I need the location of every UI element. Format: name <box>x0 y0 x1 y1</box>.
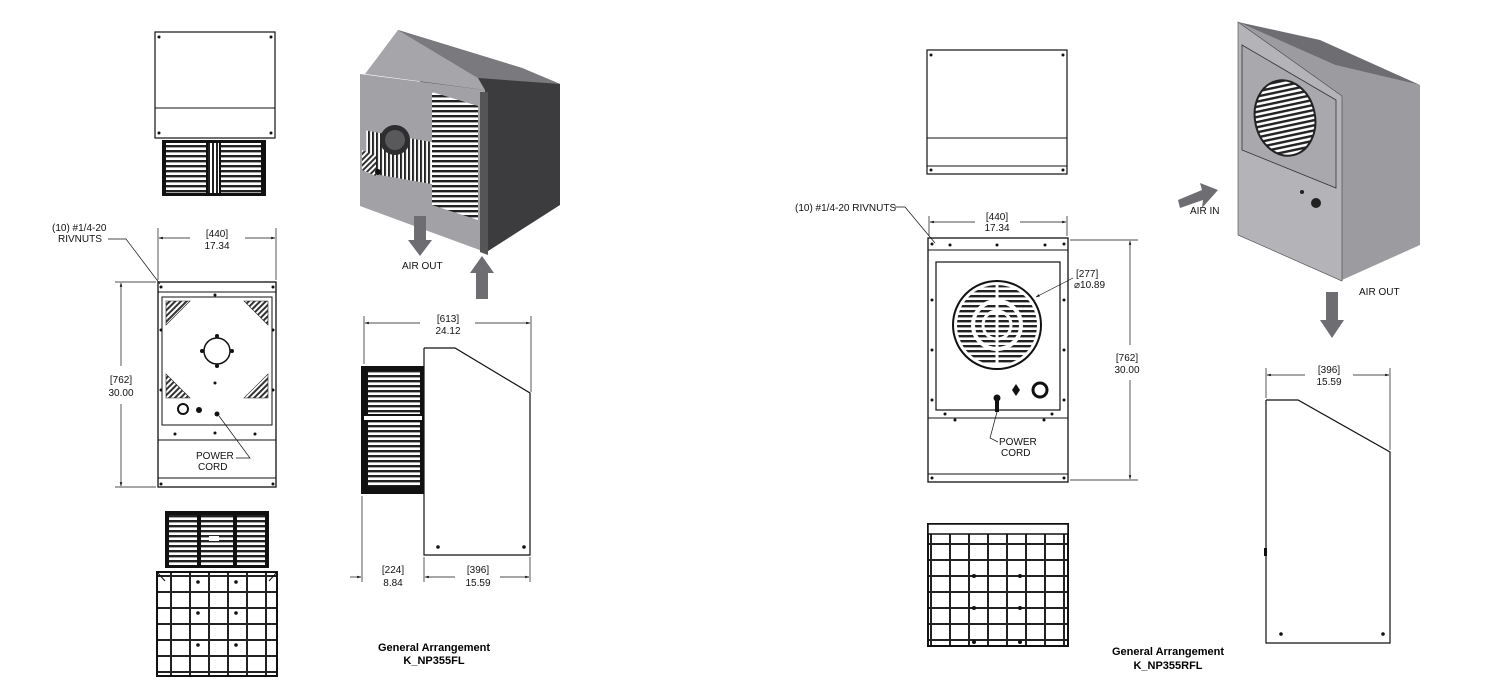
left-height-dimension: [762] 30.00 <box>108 281 156 488</box>
right-power-cord-callout: POWER CORD <box>989 411 1037 459</box>
left-width-dimension: [440] 17.34 <box>157 228 277 280</box>
left-depth-in-in: 15.59 <box>465 578 490 589</box>
left-front-view <box>157 281 277 488</box>
left-depth-out-mm: [224] <box>382 565 404 576</box>
right-depth-in: 15.59 <box>1316 377 1341 388</box>
right-bottom-view <box>927 523 1069 647</box>
left-air-in-arrow <box>470 256 494 299</box>
left-depth-out-in: 8.84 <box>383 578 403 589</box>
left-bottom-view <box>156 511 278 677</box>
left-depth-total-dimension: [613] 24.12 <box>363 314 532 392</box>
right-caption-line1: General Arrangement <box>1112 646 1224 658</box>
right-side-view <box>1264 399 1391 644</box>
left-width-in: 17.34 <box>204 241 229 252</box>
right-air-out-label: AIR OUT <box>1359 287 1400 298</box>
right-air-out-arrow <box>1320 292 1344 338</box>
right-height-dimension: [762] 30.00 <box>1070 239 1140 481</box>
left-depth-total-mm: [613] <box>437 314 459 325</box>
right-width-mm: [440] <box>986 212 1008 223</box>
left-power-cord-line1: POWER <box>196 451 234 462</box>
right-fan-in: ⌀10.89 <box>1074 280 1105 291</box>
left-caption-line1: General Arrangement <box>378 642 490 654</box>
left-depth-in-mm: [396] <box>467 565 489 576</box>
right-depth-dimension: [396] 15.59 <box>1265 365 1391 450</box>
right-width-in: 17.34 <box>984 223 1009 234</box>
right-air-in-label: AIR IN <box>1190 206 1219 217</box>
left-depth-total-in: 24.12 <box>435 326 460 337</box>
left-width-mm: [440] <box>206 229 228 240</box>
right-isometric-view <box>1237 21 1420 282</box>
left-air-out-arrow <box>408 216 432 256</box>
left-isometric-view <box>360 30 560 255</box>
right-width-dimension: [440] 17.34 <box>928 212 1068 236</box>
left-air-out-label: AIR OUT <box>402 261 443 272</box>
left-power-cord-callout: POWER CORD <box>196 415 251 473</box>
left-top-view <box>154 31 276 196</box>
right-front-view <box>927 237 1069 483</box>
left-height-in: 30.00 <box>108 388 133 399</box>
left-rivnuts-line2: RIVNUTS <box>58 234 102 245</box>
right-top-view <box>926 49 1068 175</box>
right-height-mm: [762] <box>1116 353 1138 364</box>
right-height-in: 30.00 <box>1114 365 1139 376</box>
left-rivnuts-callout: (10) #1/4-20 RIVNUTS <box>52 223 161 285</box>
right-rivnuts-label: (10) #1/4-20 RIVNUTS <box>795 203 896 214</box>
right-rivnuts-callout: (10) #1/4-20 RIVNUTS <box>795 203 936 244</box>
right-air-in-arrow <box>1178 183 1218 208</box>
left-depth-out-dimension: [224] 8.84 <box>350 496 404 589</box>
left-side-view <box>361 340 534 560</box>
right-caption-line2: K_NP355RFL <box>1133 660 1202 672</box>
right-fan-dimension: [277] ⌀10.89 <box>1035 269 1105 298</box>
right-fan-mm: [277] <box>1076 269 1098 280</box>
left-height-mm: [762] <box>110 375 132 386</box>
left-caption-line2: K_NP355FL <box>403 655 464 667</box>
right-power-cord-line2: CORD <box>1001 448 1030 459</box>
left-rivnuts-line1: (10) #1/4-20 <box>52 223 107 234</box>
right-depth-mm: [396] <box>1318 365 1340 376</box>
left-depth-in-dimension: [396] 15.59 <box>423 557 531 589</box>
left-power-cord-line2: CORD <box>198 462 227 473</box>
right-power-cord-line1: POWER <box>999 437 1037 448</box>
